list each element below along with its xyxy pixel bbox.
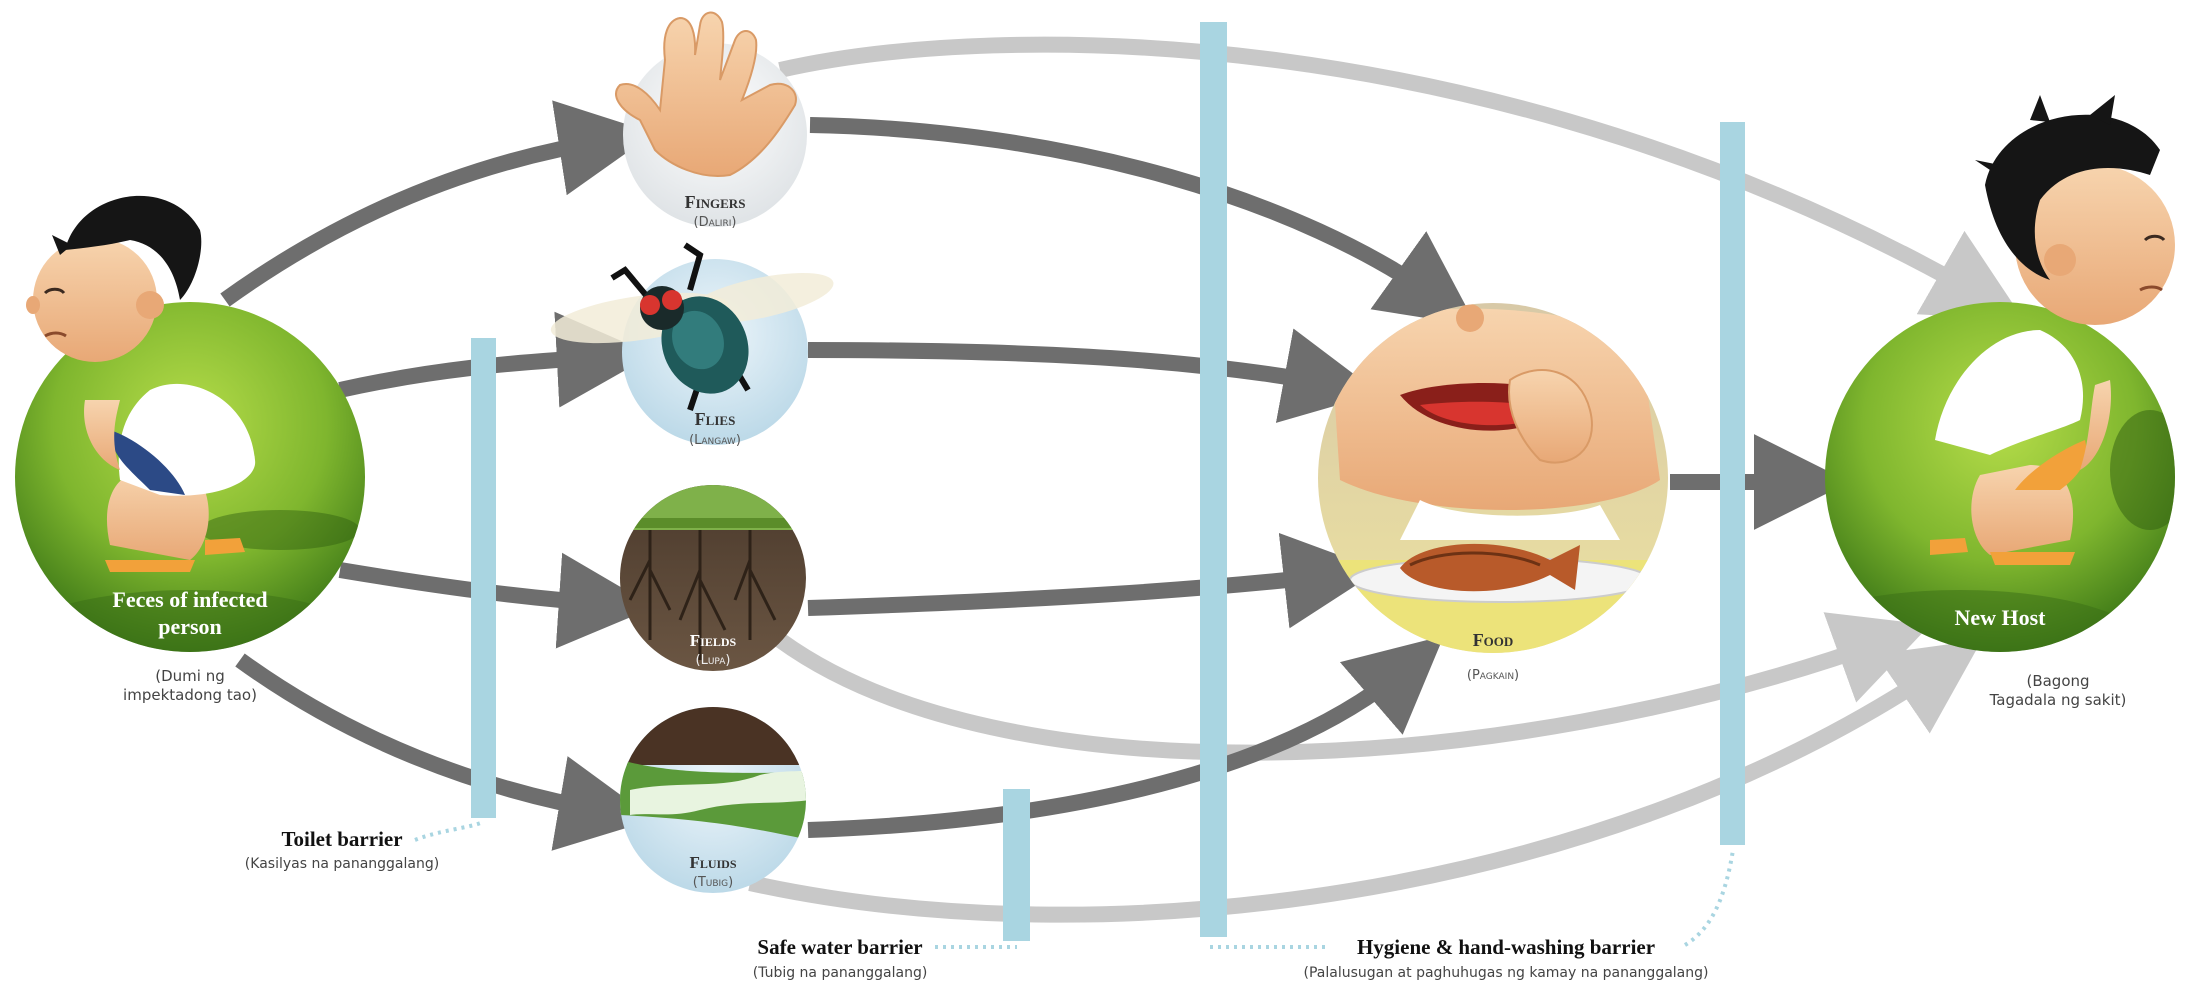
arrow-source-to-fluids: [235, 653, 655, 851]
host-caption-line2: Tagadala ng sakit): [1989, 691, 2127, 709]
flies-node: Flies (Langaw): [550, 242, 834, 448]
safe-water-barrier-bar: [1003, 789, 1030, 941]
arrow-flies-to-food: [807, 328, 1380, 423]
toilet-barrier-bar: [471, 338, 496, 818]
fields-title: Fields: [690, 631, 737, 650]
arrow-source-to-fingers: [220, 100, 655, 307]
hygiene-barrier-leader: [1210, 849, 1735, 949]
fields-circle: [620, 485, 806, 671]
food-sub: (Pagkain): [1467, 668, 1519, 683]
arrow-fluids-to-food: [807, 635, 1444, 838]
hand-icon: [615, 11, 797, 177]
toilet-barrier-leader: [414, 820, 484, 842]
hygiene-barrier-bar-2: [1720, 122, 1745, 845]
hygiene-barrier-bar-1: [1200, 22, 1227, 937]
fields-sub: (Lupa): [696, 653, 731, 668]
safe-water-barrier-sub: (Tubig na pananggalang): [753, 965, 928, 981]
food-title: Food: [1473, 630, 1514, 650]
fingers-sub: (Daliri): [694, 215, 737, 230]
fluids-sub: (Tubig): [693, 875, 733, 890]
hygiene-barrier-title: Hygiene & hand-washing barrier: [1357, 935, 1655, 959]
host-node: New Host (Bagong Tagadala ng sakit): [1825, 95, 2175, 709]
host-title: New Host: [1954, 605, 2046, 630]
toilet-barrier-title: Toilet barrier: [281, 827, 402, 851]
host-boy-illustration: [1930, 95, 2175, 565]
toilet-barrier-sub: (Kasilyas na pananggalang): [245, 856, 439, 872]
source-boy-illustration: [26, 195, 256, 572]
eating-illustration: [1318, 304, 1668, 653]
source-caption-line1: (Dumi ng: [155, 667, 225, 685]
fly-icon: [550, 242, 834, 411]
water-icon: [620, 707, 806, 840]
arrow-fingers-to-host: [778, 36, 2024, 321]
flies-title: Flies: [695, 409, 736, 429]
fluids-title: Fluids: [689, 853, 736, 872]
arrow-fields-to-food: [807, 532, 1380, 629]
fluids-node: Fluids (Tubig): [620, 707, 806, 893]
hygiene-barrier-sub: (Palalusugan at paghuhugas ng kamay na p…: [1304, 965, 1709, 981]
source-title-line2: person: [158, 614, 222, 639]
source-node: Feces of infected person (Dumi ng impekt…: [15, 195, 365, 704]
food-node: Food (Pagkain): [1318, 303, 1668, 683]
arrow-fluids-to-host: [748, 639, 1983, 923]
fingers-node: Fingers (Daliri): [615, 11, 807, 230]
arrow-fingers-to-food: [809, 117, 1477, 327]
fingers-title: Fingers: [685, 192, 746, 212]
barriers: [414, 22, 1745, 949]
source-title-line1: Feces of infected: [112, 587, 267, 612]
safe-water-barrier-title: Safe water barrier: [757, 935, 922, 959]
host-caption-line1: (Bagong: [2026, 672, 2089, 690]
flies-sub: (Langaw): [689, 433, 741, 448]
source-caption-line2: impektadong tao): [123, 686, 257, 704]
